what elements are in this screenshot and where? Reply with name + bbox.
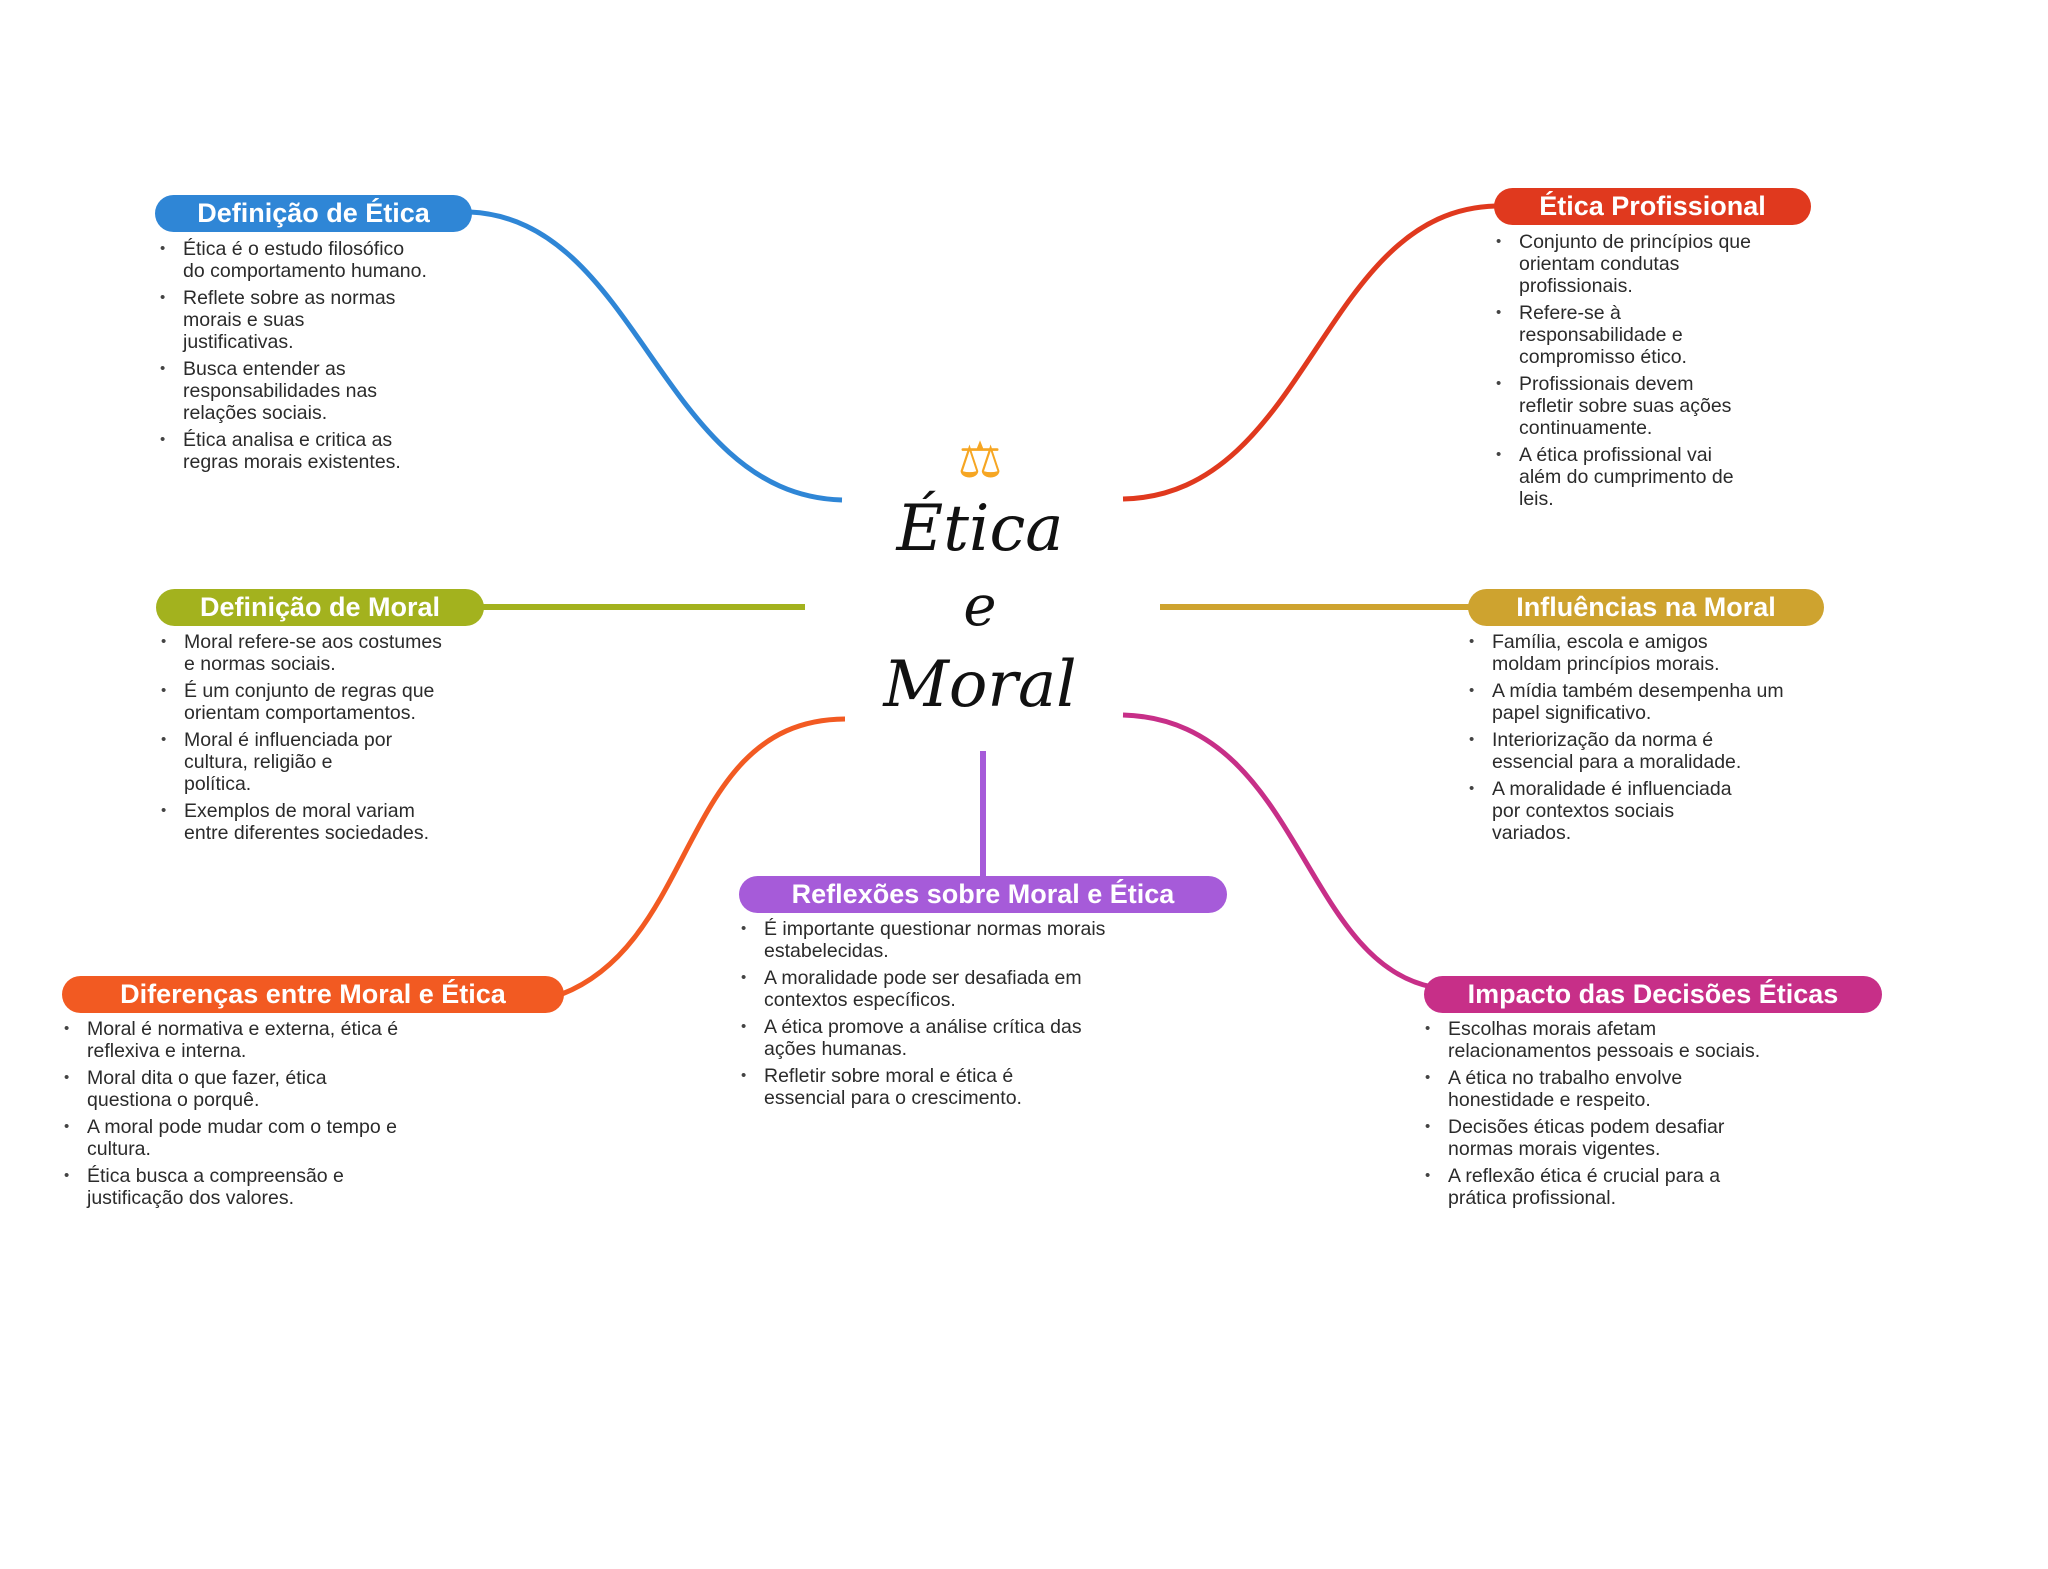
list-item: Decisões éticas podem desafiar normas mo… [1423,1116,1843,1160]
list-item: Ética analisa e critica as regras morais… [158,429,488,473]
list-item: Escolhas morais afetam relacionamentos p… [1423,1018,1843,1062]
list-item: A ética promove a análise crítica das aç… [739,1016,1159,1060]
branch-etica-profissional-title[interactable]: Ética Profissional [1494,188,1811,225]
list-item: A moralidade pode ser desafiada em conte… [739,967,1159,1011]
connector-impacto [1122,712,1433,990]
list-item: Família, escola e amigos moldam princípi… [1467,631,1847,675]
list-item: É um conjunto de regras que orientam com… [159,680,499,724]
list-item: A ética no trabalho envolve honestidade … [1423,1067,1843,1111]
list-item: A mídia também desempenha um papel signi… [1467,680,1847,724]
branch-definicao-etica-title[interactable]: Definição de Ética [155,195,472,232]
list-item: Moral dita o que fazer, ética questiona … [62,1067,482,1111]
branch-etica-profissional-list: Conjunto de princípios que orientam cond… [1494,231,1824,515]
connector-diferencas [561,716,846,997]
branch-reflexoes-title[interactable]: Reflexões sobre Moral e Ética [739,876,1227,913]
balance-scale-icon: ⚖ [957,431,1003,489]
central-title-line3: Moral [883,648,1077,722]
list-item: Conjunto de princípios que orientam cond… [1494,231,1824,297]
branch-reflexoes-list: É importante questionar normas morais es… [739,918,1159,1114]
central-title-line1: Ética [896,492,1064,566]
list-item: A ética profissional vai além do cumprim… [1494,444,1824,510]
list-item: A reflexão ética é crucial para a prátic… [1423,1165,1843,1209]
list-item: Profissionais devem refletir sobre suas … [1494,373,1824,439]
list-item: Ética busca a compreensão e justificação… [62,1165,482,1209]
list-item: Moral refere-se aos costumes e normas so… [159,631,499,675]
branch-impacto-list: Escolhas morais afetam relacionamentos p… [1423,1018,1843,1214]
branch-diferencas-title[interactable]: Diferenças entre Moral e Ética [62,976,564,1013]
list-item: Reflete sobre as normas morais e suas ju… [158,287,488,353]
branch-definicao-moral-list: Moral refere-se aos costumes e normas so… [159,631,499,849]
branch-definicao-etica-list: Ética é o estudo filosófico do comportam… [158,238,488,478]
branch-diferencas-list: Moral é normativa e externa, ética é ref… [62,1018,482,1214]
list-item: Exemplos de moral variam entre diferente… [159,800,499,844]
list-item: É importante questionar normas morais es… [739,918,1159,962]
branch-influencias-title[interactable]: Influências na Moral [1468,589,1824,626]
central-topic: ⚖ Ética e Moral [860,430,1100,724]
list-item: Refletir sobre moral e ética é essencial… [739,1065,1159,1109]
branch-impacto-title[interactable]: Impacto das Decisões Éticas [1424,976,1882,1013]
branch-influencias-list: Família, escola e amigos moldam princípi… [1467,631,1847,849]
list-item: Moral é normativa e externa, ética é ref… [62,1018,482,1062]
list-item: Moral é influenciada por cultura, religi… [159,729,499,795]
list-item: Interiorização da norma é essencial para… [1467,729,1847,773]
list-item: Refere-se à responsabilidade e compromis… [1494,302,1824,368]
branch-definicao-moral-title[interactable]: Definição de Moral [156,589,484,626]
list-item: A moral pode mudar com o tempo e cultura… [62,1116,482,1160]
connector-definicao-etica [469,209,843,503]
list-item: Ética é o estudo filosófico do comportam… [158,238,488,282]
connector-etica-profissional [1122,203,1497,502]
list-item: A moralidade é influenciada por contexto… [1467,778,1847,844]
list-item: Busca entender as responsabilidades nas … [158,358,488,424]
central-title-line2: e [963,574,997,639]
